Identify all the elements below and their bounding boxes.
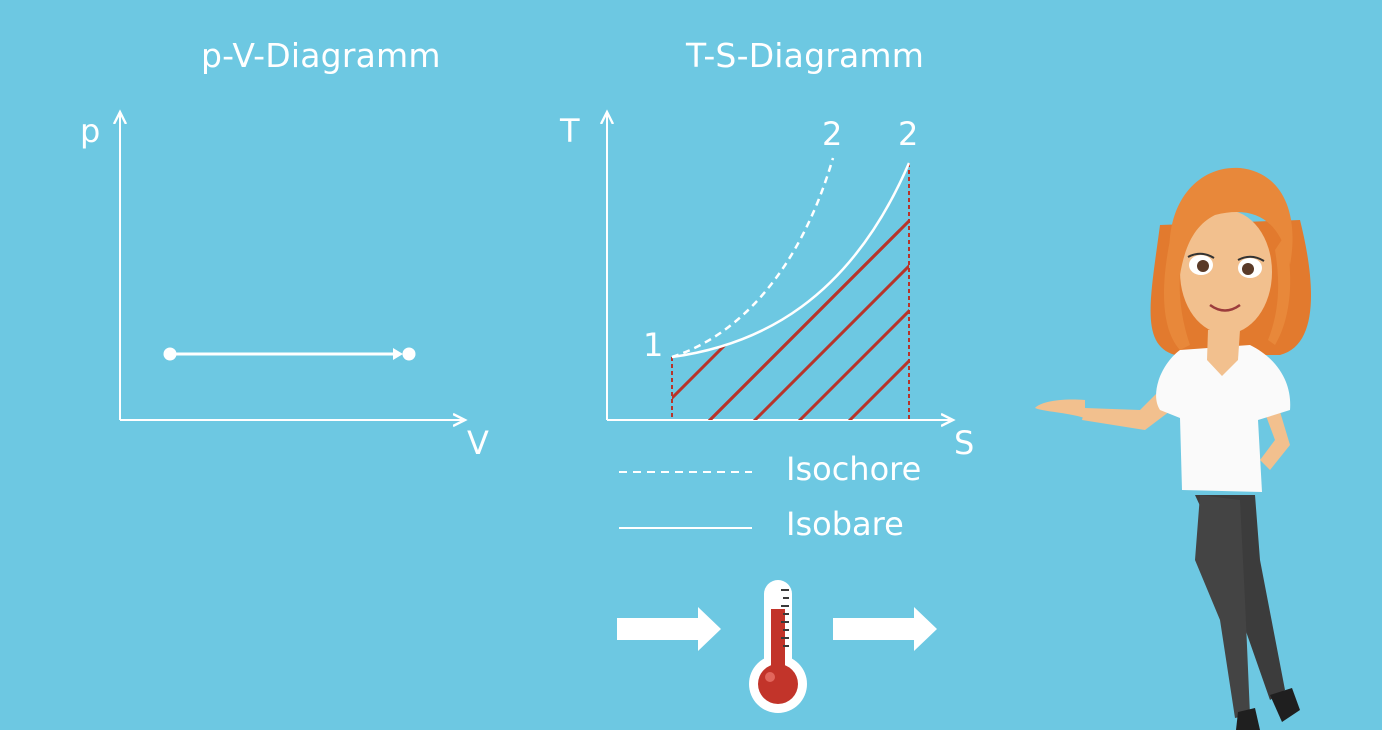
- thermometer-icon: [749, 580, 807, 713]
- ts-heat-area-hatching: [672, 168, 909, 420]
- legend-isochore-label: Isochore: [786, 450, 922, 488]
- pv-diagram-title: p-V-Diagramm: [201, 36, 441, 75]
- ts-x-axis-label: S: [954, 424, 975, 462]
- pv-axes: [120, 112, 465, 420]
- ts-y-axis-label: T: [560, 112, 580, 150]
- ts-isobar-curve: [671, 162, 911, 359]
- ts-isochore-curve: [671, 157, 835, 359]
- pv-x-axis-label: V: [467, 424, 489, 462]
- arrow-right-icon: [833, 607, 937, 651]
- legend-isobar-label: Isobare: [786, 505, 904, 543]
- arrow-right-icon: [617, 607, 721, 651]
- ts-point-2-isochore-label: 2: [822, 115, 843, 153]
- ts-point-1-label: 1: [643, 326, 664, 364]
- ts-axes: [607, 112, 953, 420]
- pv-isobar-process: [163, 347, 416, 361]
- character-illustration: [1035, 167, 1312, 730]
- pv-end-point: [402, 347, 416, 361]
- ts-point-2-isobar-label: 2: [898, 115, 919, 153]
- pv-y-axis-label: p: [80, 112, 101, 150]
- pv-start-point: [163, 347, 177, 361]
- ts-diagram-title: T-S-Diagramm: [686, 36, 925, 75]
